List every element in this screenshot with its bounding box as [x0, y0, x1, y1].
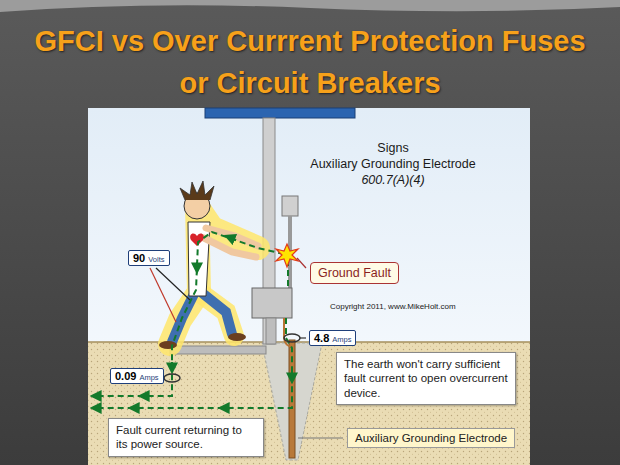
callout-text: Auxiliary Grounding Electrode: [355, 432, 507, 444]
flow-arrow: [291, 372, 293, 382]
meter-value: 4.8: [314, 332, 329, 344]
meter-unit: Amps: [332, 335, 351, 344]
fault-current-path: [92, 260, 292, 408]
callout-box: Auxiliary Grounding Electrode: [347, 428, 515, 448]
pole-box: [282, 196, 298, 216]
top-strip: [0, 0, 620, 12]
leader-line: [298, 437, 343, 438]
meter-unit: Amps: [139, 373, 158, 382]
copyright-note: Copyright 2011, www.MikeHolt.com: [330, 302, 500, 311]
note-box: Fault current returning to its power sou…: [108, 418, 264, 457]
slide-title: GFCI vs Over Currrent Protection Fuses o…: [20, 20, 600, 104]
leader-line: [300, 337, 306, 338]
sign-caption: Auxiliary Grounding Electrode: [300, 157, 486, 171]
flow-arrow: [196, 262, 198, 272]
meter-value: 90: [133, 252, 145, 264]
disconnect-box: [252, 288, 292, 318]
sign-panel: [205, 108, 355, 118]
flow-arrow: [220, 407, 230, 409]
meter-readout: 0.09Amps: [110, 368, 164, 384]
callout-text: Fault current returning to its power sou…: [116, 423, 256, 452]
clamp-meter-jaw: [164, 374, 180, 382]
meter-lead: [150, 268, 176, 322]
flow-arrow: [130, 407, 140, 409]
clamp-meter-jaw: [284, 334, 300, 342]
meter-value: 0.09: [115, 370, 136, 382]
fault-current-path: [92, 232, 284, 396]
sign-caption: Signs: [300, 141, 486, 155]
flow-arrow: [226, 236, 236, 240]
callout-box: Ground Fault: [310, 262, 399, 284]
callout-text: The earth won't carry sufficient fault c…: [344, 357, 508, 400]
sign-caption: 600.7(A)(4): [300, 173, 486, 187]
fault-spark: [276, 244, 298, 267]
leader-line: [297, 258, 306, 268]
underground-conduit: [170, 346, 266, 354]
shocked-man: [159, 181, 258, 349]
meter-unit: Volts: [148, 255, 164, 264]
meter-readout: 90Volts: [128, 250, 170, 266]
riser-conduit: [266, 318, 276, 344]
earth-ground: [88, 342, 530, 465]
flow-arrow: [140, 395, 150, 397]
meter-lead: [156, 268, 190, 300]
note-box: The earth won't carry sufficient fault c…: [336, 352, 516, 405]
flow-arrow: [171, 362, 173, 372]
callout-text: Ground Fault: [318, 266, 391, 280]
sky-panel: [88, 108, 530, 465]
meter-readout: 4.8Amps: [309, 330, 356, 346]
